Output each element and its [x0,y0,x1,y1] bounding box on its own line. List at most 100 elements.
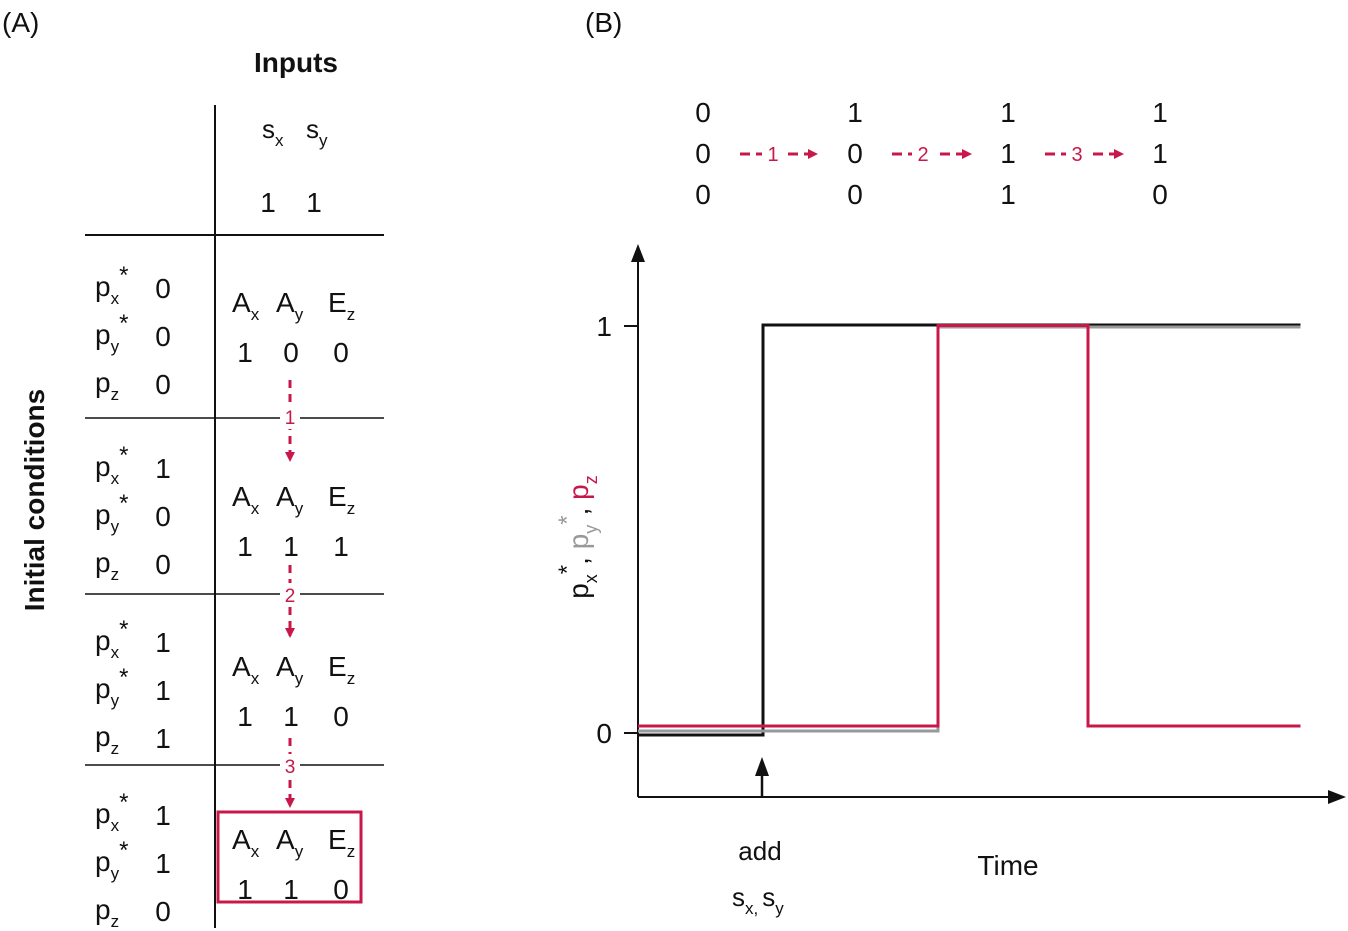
species-label-py: py* [95,310,128,356]
output-value: 1 [283,874,299,905]
input-var-sy: sy [306,114,328,150]
input-var-sx: sx [262,114,284,150]
step-label: 3 [1071,144,1082,166]
output-value: 1 [283,701,299,732]
species-label-px: px* [95,789,128,835]
y-axis-arrowhead [631,244,645,262]
panel-b-label: (B) [585,7,622,38]
x-axis-label: Time [977,850,1038,881]
initial-value: 0 [155,501,171,532]
species-label-px: px* [95,442,128,488]
species-label-pz: pz [95,367,119,404]
step-label: 1 [767,144,778,166]
y-ticks: 01 [596,311,638,749]
add-event-arrowhead [755,757,769,776]
series-line-1 [638,325,1301,733]
output-value: 1 [283,531,299,562]
state-column: 1 1 1 [1000,97,1016,210]
initial-value: 1 [155,453,171,484]
output-label-Ay: Ay [276,651,304,688]
series-line-0 [638,323,1301,737]
species-label-pz: pz [95,721,119,758]
output-label-Ax: Ax [232,651,260,688]
state-value: 1 [1000,179,1016,210]
output-value: 0 [333,701,349,732]
initial-value: 1 [155,627,171,658]
inputs-title: Inputs [254,47,338,78]
add-species-label: sx,sy [732,882,784,918]
output-value: 1 [237,531,253,562]
seq-arrow-3: 3 [1045,141,1124,167]
state-value: 1 [1000,138,1016,169]
output-value: 1 [237,701,253,732]
input-value-sx: 1 [260,187,276,218]
state-value: 0 [695,179,711,210]
panel-a-label: (A) [2,7,39,38]
initial-value: 0 [155,896,171,927]
state-column: 0 0 0 [695,97,711,210]
initial-value: 1 [155,848,171,879]
initial-value: 1 [155,723,171,754]
state-value: 1 [847,97,863,128]
output-label-Ax: Ax [232,287,260,324]
add-label: add [738,836,781,866]
state-value: 0 [695,97,711,128]
state-value: 1 [1000,97,1016,128]
y-tick-label: 1 [596,311,612,342]
state-value: 0 [847,179,863,210]
output-label-Ax: Ax [232,481,260,518]
series-group [638,323,1301,737]
species-label-pz: pz [95,894,119,931]
seq-arrow-1: 1 [740,141,818,167]
step-label: 2 [285,586,296,607]
step-arrow-2: 2 [280,565,300,638]
species-label-px: px* [95,616,128,662]
y-axis-label: px*, py*, pz [554,475,601,599]
state-column: 110 [1152,97,1168,210]
step-arrow-1: 1 [280,380,300,462]
series-line-2 [638,324,1301,728]
species-label-py: py* [95,664,128,710]
species-label-py: py* [95,490,128,536]
output-value: 0 [283,337,299,368]
initial-value: 0 [155,369,171,400]
initial-value: 1 [155,800,171,831]
output-value: 1 [237,337,253,368]
output-value: 1 [237,874,253,905]
panel-a: (A) Inputs Initial conditions sx sy 1 1 … [2,7,384,931]
state-value: 0 [847,138,863,169]
state-column: 1 0 0 [847,97,863,210]
state-value: 1 [1152,138,1168,169]
output-label-Ay: Ay [276,824,304,861]
input-value-sy: 1 [306,187,322,218]
output-label-Ax: Ax [232,824,260,861]
output-label-Ay: Ay [276,481,304,518]
state-value: 0 [695,138,711,169]
initial-value: 1 [155,675,171,706]
initial-value: 0 [155,549,171,580]
species-label-px: px* [95,262,128,308]
species-label-pz: pz [95,547,119,584]
initial-value: 0 [155,321,171,352]
output-label-Ez: Ez [328,481,355,518]
output-label-Ez: Ez [328,287,355,324]
output-label-Ay: Ay [276,287,304,324]
initial-conditions-title: Initial conditions [19,389,50,611]
step-label: 1 [285,408,296,429]
output-value: 1 [333,531,349,562]
step-arrow-3: 3 [280,738,300,808]
output-label-Ez: Ez [328,651,355,688]
state-value: 1 [1152,97,1168,128]
final-state-box [216,810,363,904]
x-axis-arrowhead [1328,790,1346,804]
initial-value: 0 [155,273,171,304]
step-label: 2 [917,144,928,166]
